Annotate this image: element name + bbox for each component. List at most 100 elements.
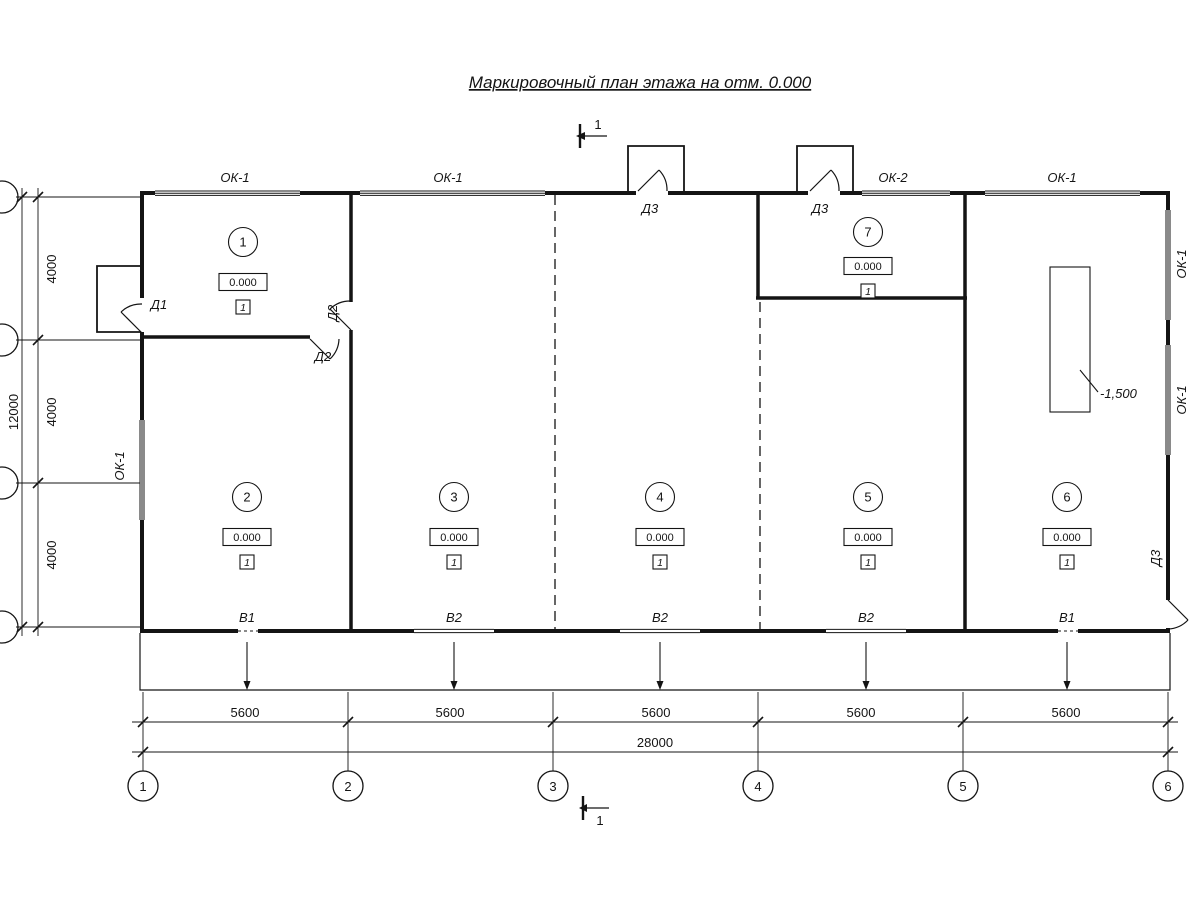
grid-bubble-2-label: 2 xyxy=(344,779,351,794)
drain-mark-3: В2 xyxy=(652,610,669,625)
level-mark: -1,500 xyxy=(1100,386,1138,401)
room-4-finish-box xyxy=(652,554,668,570)
dim-bay-5: 5600 xyxy=(1052,705,1081,720)
door-mark-d2-horizontal: Д2 xyxy=(313,349,332,364)
section-arrow-icon xyxy=(579,804,587,812)
window-mark-right-1: ОК-1 xyxy=(1174,249,1189,278)
dim-total-vertical: 12000 xyxy=(6,394,21,430)
room-3-bubble xyxy=(438,481,470,513)
room-5-elevation-box xyxy=(843,527,893,547)
window-mark-top-4: ОК-1 xyxy=(1047,170,1076,185)
grid-bubble-4-label: 4 xyxy=(754,779,761,794)
room-2-bubble xyxy=(231,481,263,513)
room-7-finish-box xyxy=(860,283,876,299)
dim-row-2: 4000 xyxy=(44,398,59,427)
room-2-mark: 2 0.000 1 xyxy=(222,481,272,570)
door-mark-d2-vertical: Д2 xyxy=(325,304,340,323)
drain-mark-5: В1 xyxy=(1059,610,1075,625)
dimension-lines-left xyxy=(16,188,140,636)
grid-bubble-5-label: 5 xyxy=(959,779,966,794)
door-mark-d3-left: Д3 xyxy=(640,201,659,216)
room-6-finish: 1 xyxy=(1064,557,1070,569)
room-7-finish: 1 xyxy=(865,286,871,298)
section-mark-bottom xyxy=(579,796,609,820)
room-6-number: 6 xyxy=(1063,490,1070,505)
entrance-porches xyxy=(96,145,854,333)
dim-bay-1: 5600 xyxy=(231,705,260,720)
room-1-bubble xyxy=(227,226,259,258)
window-mark-left: ОК-1 xyxy=(112,451,127,480)
room-2-elevation: 0.000 xyxy=(233,532,261,544)
room-2-finish: 1 xyxy=(244,557,250,569)
grid-bubbles-left-partial xyxy=(0,180,19,644)
lowered-area-outline xyxy=(1049,266,1091,413)
room-3-finish-box xyxy=(446,554,462,570)
section-mark-top xyxy=(576,124,607,148)
room-5-number: 5 xyxy=(864,490,871,505)
window-mark-top-3: ОК-2 xyxy=(878,170,908,185)
room-4-elevation: 0.000 xyxy=(646,532,674,544)
dim-row-3: 4000 xyxy=(44,541,59,570)
exterior-walls xyxy=(140,191,1170,633)
interior-walls xyxy=(142,191,967,631)
room-7-elevation-box xyxy=(843,256,893,276)
grid-bubble-6-label: 6 xyxy=(1164,779,1171,794)
drain-mark-4: В2 xyxy=(858,610,875,625)
room-6-elevation: 0.000 xyxy=(1053,532,1081,544)
section-cut-label-top: 1 xyxy=(594,117,601,132)
room-6-bubble xyxy=(1051,481,1083,513)
room-4-bubble xyxy=(644,481,676,513)
room-4-mark: 4 0.000 1 xyxy=(635,481,685,570)
dim-bay-2: 5600 xyxy=(436,705,465,720)
room-5-bubble xyxy=(852,481,884,513)
room-4-finish: 1 xyxy=(657,557,663,569)
room-7-mark: 7 0.000 1 xyxy=(843,216,893,299)
room-3-mark: 3 0.000 1 xyxy=(429,481,479,570)
room-6-mark: 6 0.000 1 xyxy=(1042,481,1092,570)
dim-bay-4: 5600 xyxy=(847,705,876,720)
level-mark-leader xyxy=(1079,369,1099,393)
dashed-partition-lines xyxy=(554,195,761,629)
door-mark-d3-right: Д3 xyxy=(810,201,829,216)
room-7-elevation: 0.000 xyxy=(854,261,882,273)
dim-total: 28000 xyxy=(637,735,673,750)
section-arrow-icon xyxy=(576,132,585,140)
window-symbols xyxy=(139,190,1171,634)
dimension-lines-bottom xyxy=(132,692,1178,771)
room-3-elevation-box xyxy=(429,527,479,547)
room-5-elevation: 0.000 xyxy=(854,532,882,544)
room-3-number: 3 xyxy=(450,490,457,505)
room-1-finish-box xyxy=(235,299,251,315)
room-5-finish-box xyxy=(860,554,876,570)
room-1-mark: 1 0.000 1 xyxy=(218,226,268,315)
room-5-finish: 1 xyxy=(865,557,871,569)
drain-arrows xyxy=(243,642,1071,690)
section-cut-label-bottom: 1 xyxy=(596,813,603,828)
room-6-finish-box xyxy=(1059,554,1075,570)
door-mark-d3-side: Д3 xyxy=(1148,549,1163,568)
window-mark-top-1: ОК-1 xyxy=(220,170,249,185)
dimension-ticks-bottom xyxy=(137,716,1174,758)
window-mark-top-2: ОК-1 xyxy=(433,170,462,185)
grid-bubble-1-label: 1 xyxy=(139,779,146,794)
door-swings xyxy=(120,169,1189,630)
dim-bay-3: 5600 xyxy=(642,705,671,720)
room-7-number: 7 xyxy=(864,225,871,240)
drain-mark-1: В1 xyxy=(239,610,255,625)
blind-area-band xyxy=(139,633,1171,691)
room-1-finish: 1 xyxy=(240,302,246,314)
room-3-finish: 1 xyxy=(451,557,457,569)
room-4-elevation-box xyxy=(635,527,685,547)
window-mark-right-2: ОК-1 xyxy=(1174,385,1189,414)
room-7-bubble xyxy=(852,216,884,248)
room-5-mark: 5 0.000 1 xyxy=(843,481,893,570)
grid-bubbles-bottom xyxy=(127,770,1184,802)
room-1-elevation: 0.000 xyxy=(229,277,257,289)
grid-bubble-3-label: 3 xyxy=(549,779,556,794)
drain-mark-2: В2 xyxy=(446,610,463,625)
room-1-number: 1 xyxy=(239,235,246,250)
page-title: Маркировочный план этажа на отм. 0.000 xyxy=(469,73,812,92)
door-mark-d1: Д1 xyxy=(149,297,167,312)
room-2-elevation-box xyxy=(222,527,272,547)
